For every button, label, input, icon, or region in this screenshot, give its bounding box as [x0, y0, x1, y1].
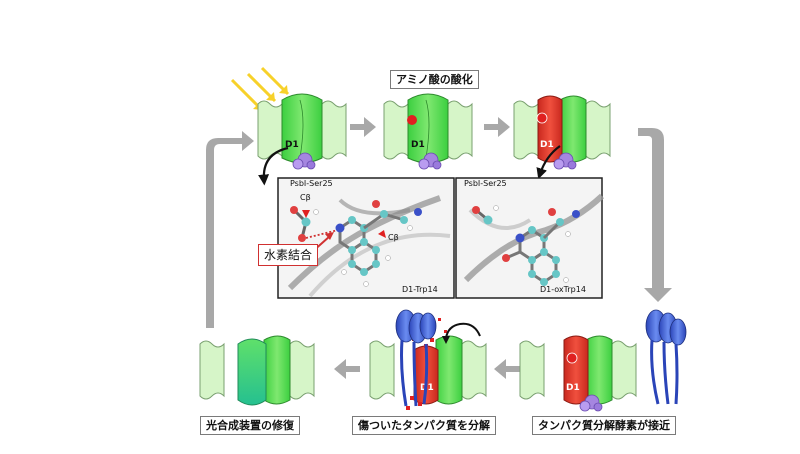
module-repaired	[199, 335, 315, 406]
arrow-up-left	[206, 131, 254, 328]
caption-approach: タンパク質分解酵素が接近	[532, 416, 676, 435]
panel-right-molecule: PsbI-Ser25 D1-oxTrp14	[455, 177, 605, 299]
panel-right-top-label: PsbI-Ser25	[464, 179, 507, 188]
sunlight-rays	[230, 66, 290, 112]
arrow-left-1	[494, 359, 520, 379]
d1-label-2: D1	[411, 140, 425, 150]
arrow-to-left-panel	[258, 146, 289, 186]
caption-degrade: 傷ついたタンパク質を分解	[352, 416, 496, 435]
arrow-right-2	[484, 117, 510, 137]
module-damaged: D1	[513, 95, 611, 170]
caption-oxidation: アミノ酸の酸化	[390, 70, 479, 89]
protease-enzyme	[645, 309, 687, 405]
arrow-to-right-panel	[536, 145, 561, 180]
module-light-absorption: D1	[257, 93, 347, 170]
d1-label-4: D1	[566, 383, 580, 393]
d1-label-1: D1	[285, 140, 299, 150]
arrow-left-2	[334, 359, 360, 379]
panel-left-bottom-label: D1-Trp14	[402, 285, 438, 294]
arrow-right-1	[350, 117, 376, 137]
protease-engaged	[395, 309, 437, 407]
panel-left-cbeta-1: Cβ	[300, 193, 311, 202]
hbond-label: 水素結合	[258, 244, 319, 266]
module-degrading: D1	[369, 309, 487, 410]
arrow-down-right	[638, 128, 672, 302]
panel-left-cbeta-2: Cβ	[388, 233, 399, 242]
panel-left-top-label: PsbI-Ser25	[290, 179, 333, 188]
module-protease-approach: D1	[519, 309, 687, 412]
caption-repair: 光合成装置の修復	[200, 416, 300, 435]
cycle-arrows	[206, 117, 672, 379]
module-oxidation: D1	[383, 93, 473, 170]
d1-label-3: D1	[540, 140, 554, 150]
panel-left-molecule: PsbI-Ser25 Cβ Cβ D1-Trp14	[277, 177, 455, 299]
panel-right-bottom-label: D1-oxTrp14	[540, 285, 586, 294]
